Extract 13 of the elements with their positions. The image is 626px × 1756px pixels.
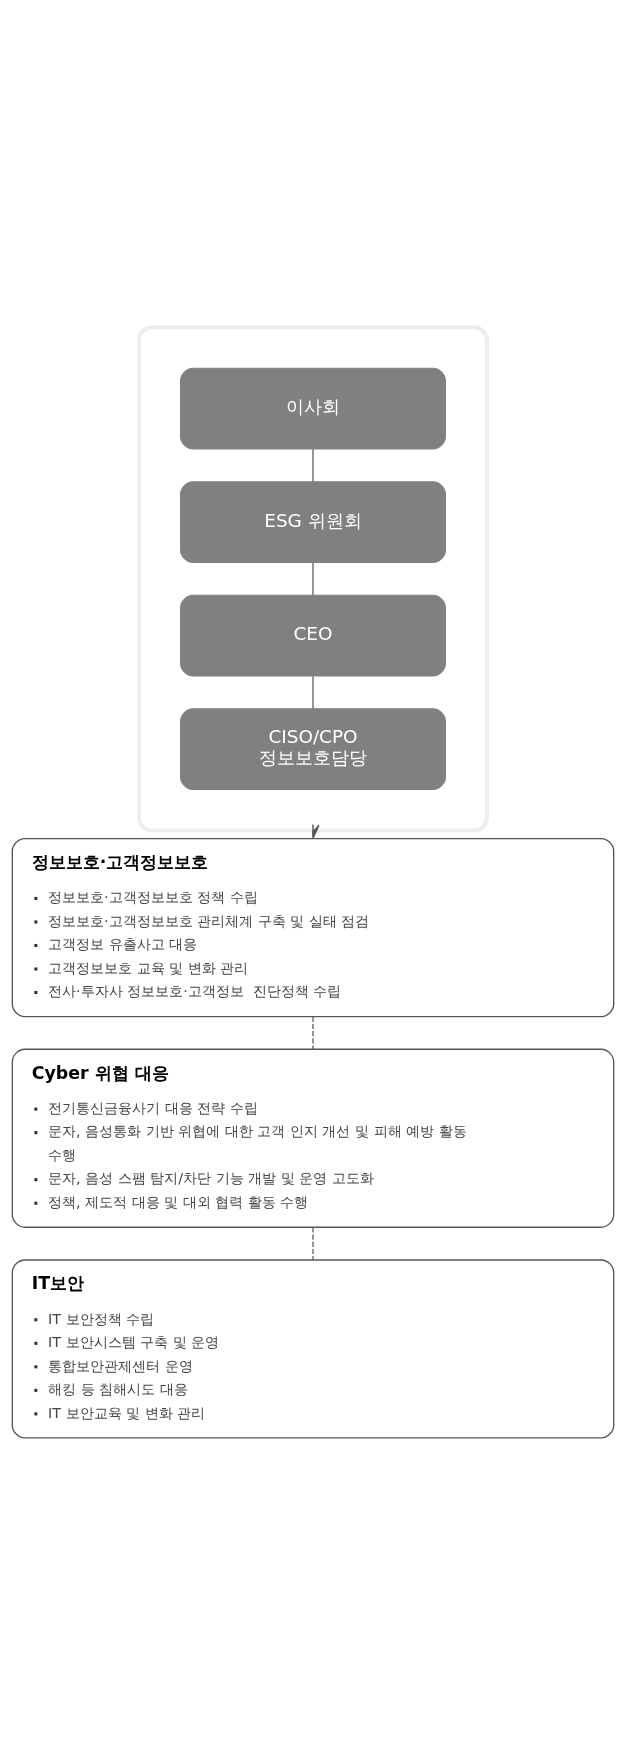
node-box: CISO/CPO 정보보호담당 <box>180 707 446 790</box>
cluster <box>137 324 489 832</box>
connector <box>312 1226 314 1260</box>
node-box: IT보안 IT 보안정책 수립 IT 보안시스템 구축 및 운영 통합보안관제센터 운영 해킹 등 침해시도 대응 IT 보안교육 및 변화 관리 <box>11 1258 615 1439</box>
connector <box>312 675 314 709</box>
node-box: CEO <box>180 594 446 676</box>
connector <box>312 1015 314 1050</box>
node-box: 이사회 <box>180 367 446 449</box>
node-box: 정보보호·고객정보보호 정보보호·고객정보보호 정책 수립 정보보호·고객정보보호 관리체계 구축 및 실태 점검 고객정보 유출사고 대응 고객정보보호 교육 및 변화 관리 전사·투자사 정보보호·고객정보 진단정책 수립 <box>11 837 615 1017</box>
node-box: ESG 위원회 <box>180 480 446 563</box>
connector <box>312 448 314 482</box>
connector <box>312 561 314 596</box>
node-box: Cyber 위협 대응 전기통신금융사기 대응 전략 수립 문자, 음성통화 기반 위협에 대한 고객 인지 개선 및 피해 예방 활동 수행 문자, 음성 스팸 탐지/차단 기능 개발 및 운영 고도화 정책, 제도적 대응 및 대외 협력 활동 수행 <box>11 1048 615 1228</box>
